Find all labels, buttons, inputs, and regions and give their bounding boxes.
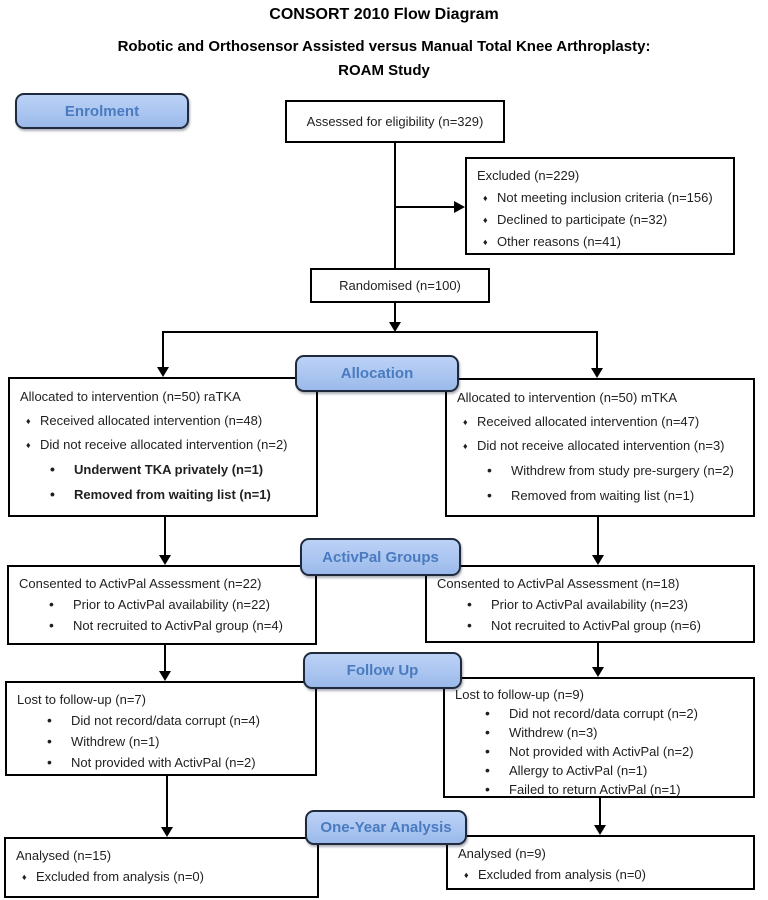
followup-left-item: Did not record/data corrupt (n=4) bbox=[15, 710, 307, 731]
connector-followup-to-analysis-left bbox=[166, 776, 168, 827]
flow-box-followup-right: Lost to follow-up (n=9) Did not record/d… bbox=[443, 677, 755, 798]
arrowhead-down-followup-left bbox=[159, 671, 171, 681]
activpal-left-title: Consented to ActivPal Assessment (n=22) bbox=[19, 576, 262, 591]
analysis-left-item: Excluded from analysis (n=0) bbox=[14, 866, 309, 888]
study-subtitle-line1: Robotic and Orthosensor Assisted versus … bbox=[117, 38, 651, 55]
connector-branch-to-alloc-left bbox=[162, 331, 164, 367]
followup-left-item: Not provided with ActivPal (n=2) bbox=[15, 752, 307, 773]
connector-followup-to-analysis-right bbox=[599, 798, 601, 825]
stage-label-enrolment: Enrolment bbox=[15, 93, 189, 129]
arrowhead-right-excluded bbox=[454, 201, 465, 213]
activpal-left-item: Prior to ActivPal availability (n=22) bbox=[17, 594, 307, 615]
activpal-right-title: Consented to ActivPal Assessment (n=18) bbox=[437, 576, 680, 591]
followup-left-item: Withdrew (n=1) bbox=[15, 731, 307, 752]
randomised-text: Randomised (n=100) bbox=[339, 278, 461, 293]
flow-box-analysis-right: Analysed (n=9) Excluded from analysis (n… bbox=[446, 835, 755, 890]
analysis-right-item: Excluded from analysis (n=0) bbox=[456, 864, 745, 886]
branch-line-allocation bbox=[162, 331, 598, 333]
connector-activpal-to-followup-right bbox=[597, 643, 599, 667]
allocation-left-item: Did not receive allocated intervention (… bbox=[18, 433, 308, 457]
followup-right-title: Lost to follow-up (n=9) bbox=[455, 687, 584, 702]
excluded-item: Declined to participate (n=32) bbox=[475, 209, 725, 231]
connector-alloc-to-activpal-left bbox=[164, 517, 166, 555]
flow-box-allocation-mtka: Allocated to intervention (n=50) mTKA Re… bbox=[445, 378, 755, 517]
connector-assessed-to-randomised bbox=[394, 143, 396, 268]
activpal-left-item: Not recruited to ActivPal group (n=4) bbox=[17, 615, 307, 636]
followup-left-title: Lost to follow-up (n=7) bbox=[17, 692, 146, 707]
stage-label-allocation: Allocation bbox=[295, 355, 459, 392]
allocation-right-title: Allocated to intervention (n=50) mTKA bbox=[457, 390, 678, 405]
excluded-title: Excluded (n=229) bbox=[477, 168, 580, 183]
activpal-right-item: Prior to ActivPal availability (n=23) bbox=[435, 594, 745, 615]
arrowhead-down-followup-right bbox=[592, 667, 604, 677]
assessed-text: Assessed for eligibility (n=329) bbox=[306, 114, 484, 129]
connector-alloc-to-activpal-right bbox=[597, 517, 599, 555]
stage-label-follow-up: Follow Up bbox=[303, 652, 462, 689]
allocation-left-item: Received allocated intervention (n=48) bbox=[18, 409, 308, 433]
stage-label-activpal-groups: ActivPal Groups bbox=[300, 538, 461, 576]
flow-box-activpal-right: Consented to ActivPal Assessment (n=18) … bbox=[425, 565, 755, 643]
connector-branch-to-alloc-right bbox=[596, 331, 598, 368]
analysis-right-title: Analysed (n=9) bbox=[458, 846, 546, 861]
followup-right-item: Withdrew (n=3) bbox=[453, 723, 745, 742]
flow-box-allocation-ratka: Allocated to intervention (n=50) raTKA R… bbox=[8, 377, 318, 517]
flow-box-analysis-left: Analysed (n=15) Excluded from analysis (… bbox=[4, 837, 319, 898]
activpal-right-item: Not recruited to ActivPal group (n=6) bbox=[435, 615, 745, 636]
analysis-left-title: Analysed (n=15) bbox=[16, 848, 112, 863]
followup-right-item: Failed to return ActivPal (n=1) bbox=[453, 780, 745, 799]
connector-randomised-to-branch bbox=[394, 303, 396, 323]
excluded-item: Not meeting inclusion criteria (n=156) bbox=[475, 187, 725, 209]
allocation-right-sub-item: Removed from waiting list (n=1) bbox=[455, 483, 745, 508]
arrowhead-down-analysis-right bbox=[594, 825, 606, 835]
arrowhead-down-alloc-left bbox=[157, 367, 169, 377]
flow-box-followup-left: Lost to follow-up (n=7) Did not record/d… bbox=[5, 681, 317, 776]
allocation-left-sub-item: Underwent TKA privately (n=1) bbox=[18, 457, 308, 482]
flow-box-activpal-left: Consented to ActivPal Assessment (n=22) … bbox=[7, 565, 317, 645]
followup-right-item: Not provided with ActivPal (n=2) bbox=[453, 742, 745, 761]
allocation-left-sub-item: Removed from waiting list (n=1) bbox=[18, 482, 308, 507]
connector-activpal-to-followup-left bbox=[164, 645, 166, 671]
diagram-title: CONSORT 2010 Flow Diagram bbox=[269, 6, 499, 23]
allocation-right-item: Did not receive allocated intervention (… bbox=[455, 434, 745, 458]
allocation-right-sub-item: Withdrew from study pre-surgery (n=2) bbox=[455, 458, 745, 483]
allocation-left-title: Allocated to intervention (n=50) raTKA bbox=[20, 389, 241, 404]
allocation-right-item: Received allocated intervention (n=47) bbox=[455, 410, 745, 434]
followup-right-item: Allergy to ActivPal (n=1) bbox=[453, 761, 745, 780]
arrowhead-down-analysis-left bbox=[161, 827, 173, 837]
connector-to-excluded bbox=[396, 206, 454, 208]
excluded-item: Other reasons (n=41) bbox=[475, 231, 725, 253]
arrowhead-down-activpal-left bbox=[159, 555, 171, 565]
flow-box-assessed: Assessed for eligibility (n=329) bbox=[285, 100, 505, 143]
arrowhead-down-activpal-right bbox=[592, 555, 604, 565]
stage-label-one-year-analysis: One-Year Analysis bbox=[305, 810, 467, 845]
followup-right-item: Did not record/data corrupt (n=2) bbox=[453, 704, 745, 723]
arrowhead-down-alloc-right bbox=[591, 368, 603, 378]
flow-box-excluded: Excluded (n=229) Not meeting inclusion c… bbox=[465, 157, 735, 255]
arrowhead-down-branch bbox=[389, 322, 401, 332]
flow-box-randomised: Randomised (n=100) bbox=[310, 268, 490, 303]
study-subtitle-line2: ROAM Study bbox=[338, 62, 430, 79]
